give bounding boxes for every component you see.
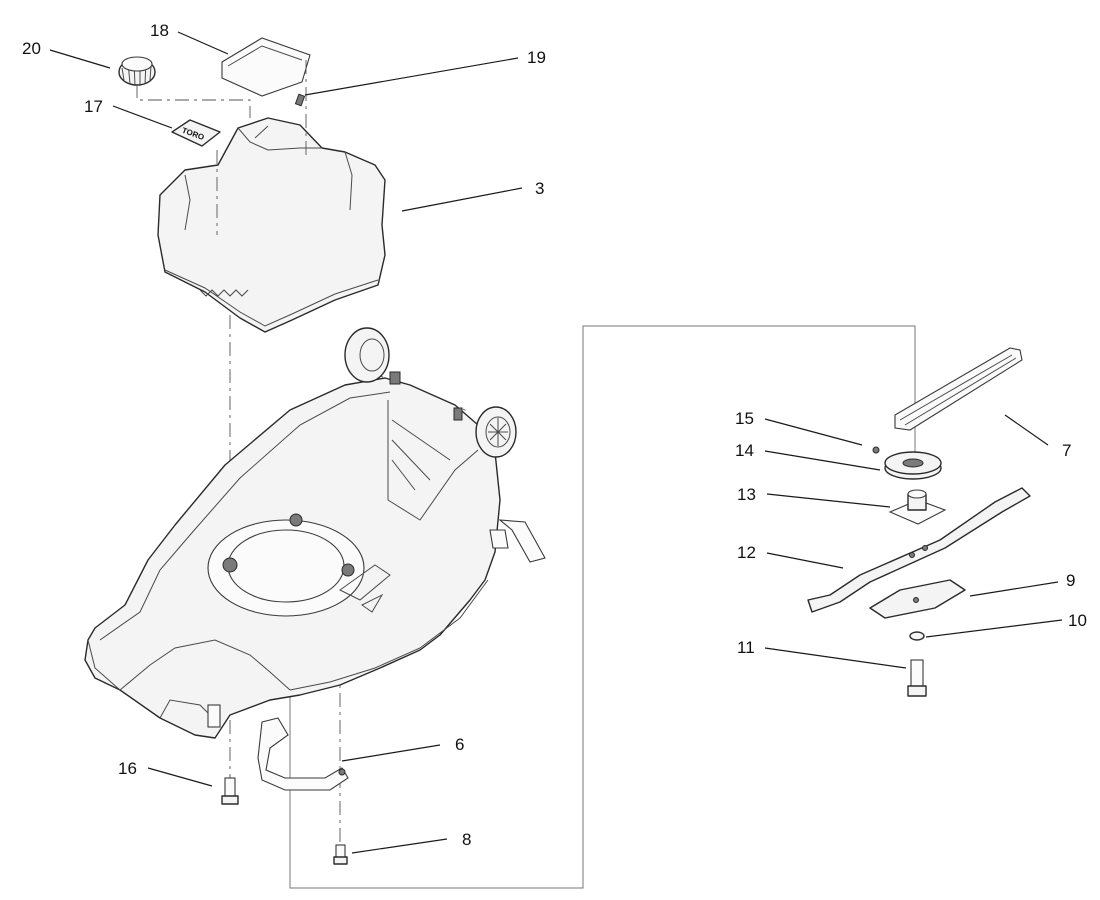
callout-11: 11 [737, 638, 755, 657]
leader-15 [764, 418, 863, 446]
air-filter-cover [221, 37, 311, 97]
drive-belt [894, 347, 1023, 431]
leader-11 [764, 647, 907, 669]
callout-3: 3 [535, 179, 544, 198]
callout-9: 9 [1066, 571, 1075, 590]
leader-20 [49, 49, 111, 69]
leader-17 [112, 105, 173, 129]
phantom-line-fuel [136, 84, 251, 118]
callout-12: 12 [737, 543, 756, 562]
leader-6 [341, 744, 441, 762]
cutting-blade [807, 487, 1031, 613]
callout-13: 13 [737, 485, 756, 504]
callout-6: 6 [455, 735, 464, 754]
handle-bracket [257, 717, 349, 791]
leader-7 [1004, 414, 1049, 446]
leader-14 [764, 450, 881, 471]
leader-18 [177, 31, 229, 55]
washer [909, 631, 925, 641]
leader-10 [925, 619, 1063, 638]
toro-decal: TORO [171, 119, 221, 147]
leader-19 [304, 57, 519, 96]
callout-8: 8 [462, 830, 471, 849]
mower-deck [84, 377, 546, 739]
blade-adapter [888, 489, 947, 525]
callout-7: 7 [1062, 441, 1071, 460]
callout-17: 17 [84, 97, 103, 116]
bolt-8 [333, 844, 348, 865]
blade-stiffener [869, 579, 966, 619]
dipstick [294, 93, 306, 107]
callout-16: 16 [118, 759, 137, 778]
callout-10: 10 [1068, 611, 1087, 630]
leader-13 [766, 493, 891, 508]
rear-wheel-left [344, 327, 401, 385]
engine [157, 117, 386, 333]
leader-8 [351, 838, 448, 854]
leader-16 [147, 767, 213, 787]
callout-14: 14 [735, 441, 754, 460]
leader-3 [401, 187, 523, 212]
callout-20: 20 [22, 39, 41, 58]
callout-19: 19 [527, 48, 546, 67]
pin [872, 446, 880, 454]
leader-12 [766, 552, 844, 569]
fuel-cap [118, 56, 156, 87]
blade-bolt [907, 659, 927, 697]
rear-wheel-right [453, 406, 517, 458]
callout-15: 15 [735, 409, 754, 428]
leader-9 [969, 581, 1059, 597]
bolt-16 [221, 777, 239, 805]
callout-18: 18 [150, 21, 169, 40]
pulley [884, 451, 942, 480]
